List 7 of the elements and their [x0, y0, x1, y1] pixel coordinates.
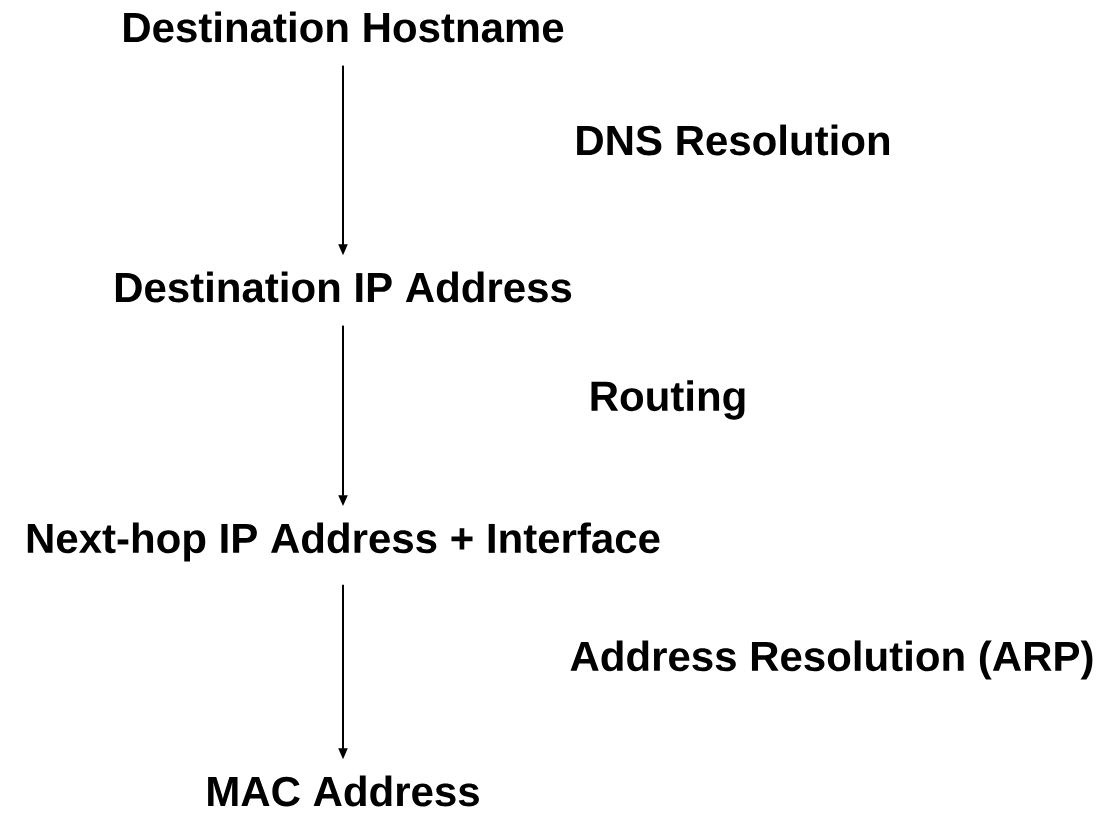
- step-label: Address Resolution (ARP): [570, 640, 1093, 680]
- node-label: Next-hop IP Address + Interface: [27, 522, 660, 562]
- node-label: MAC Address: [208, 775, 479, 807]
- step-label: DNS Resolution: [577, 124, 890, 156]
- node-label: Destination IP Address: [115, 271, 572, 303]
- step-label: Routing: [591, 380, 745, 420]
- node-label: Destination Hostname: [124, 11, 564, 43]
